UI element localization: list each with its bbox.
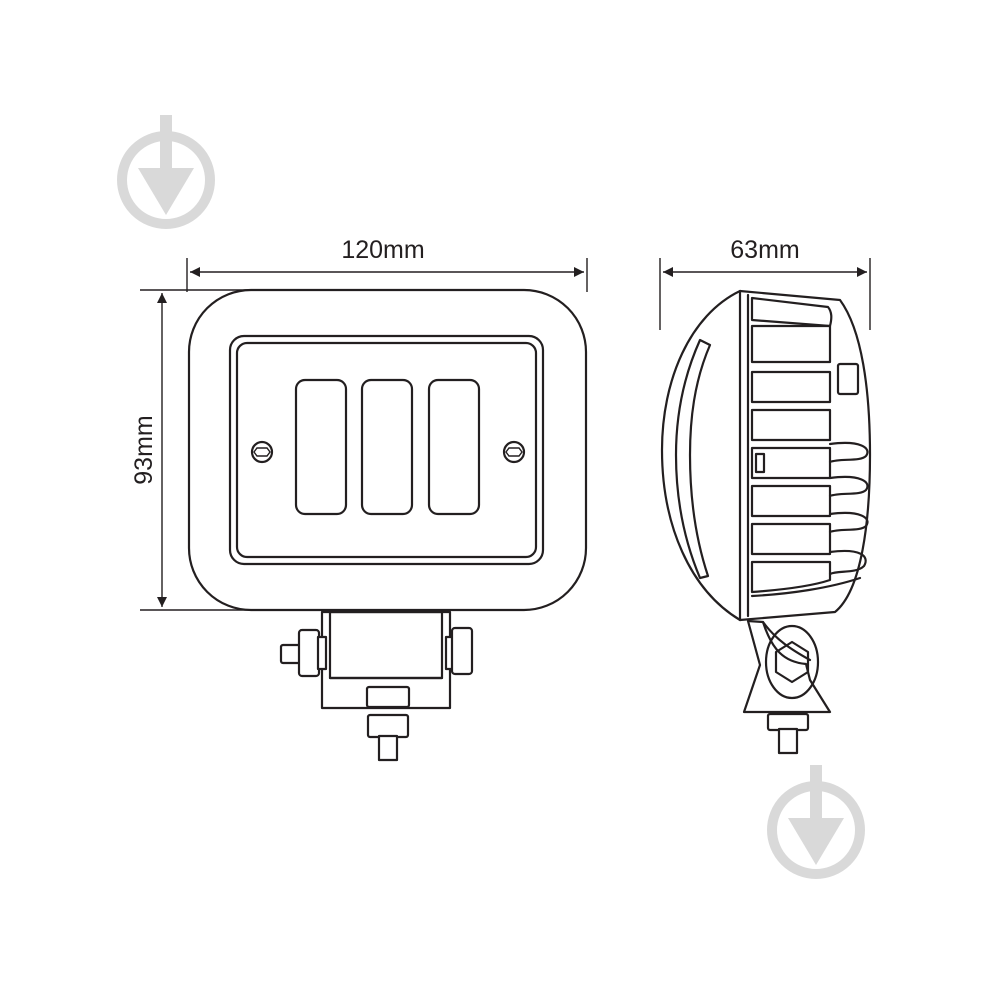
led-segment [427,378,481,516]
download-arrow-icon [767,765,865,879]
front-view: 120mm 93mm [130,236,588,762]
lens-frame-inner [235,341,538,559]
lamp-housing [187,288,588,612]
cooling-fins [750,296,833,594]
led-segment [360,378,414,516]
screw-icon [250,440,274,464]
depth-dimension: 63mm [659,236,871,330]
lens-frame-outer [228,334,545,566]
depth-label: 63mm [730,236,799,264]
side-view: 63mm [659,236,872,755]
lens-dome [660,289,742,622]
download-arrow-icon [117,115,215,229]
led-segment [294,378,348,516]
mounting-bracket [279,610,474,762]
width-label: 120mm [341,236,424,264]
height-dimension: 93mm [130,289,330,611]
side-mounting-bracket [742,619,832,755]
lens-reflection [674,338,712,580]
side-wire-loops [750,362,869,598]
width-dimension: 120mm [186,236,588,292]
hex-bolt-icon [774,640,810,684]
heatsink-body [738,289,872,622]
height-label: 93mm [130,415,158,484]
screw-icon [502,440,526,464]
